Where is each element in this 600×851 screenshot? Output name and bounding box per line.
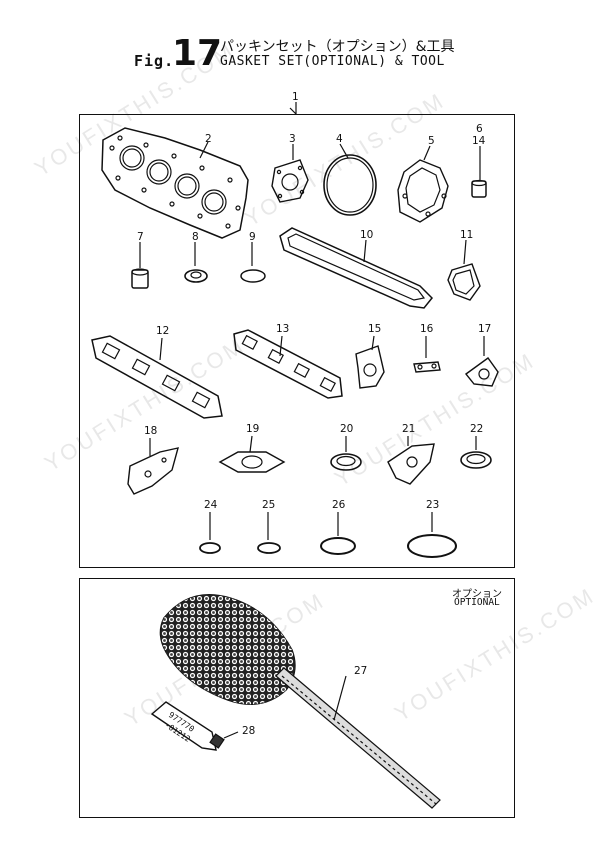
part-callout: 25	[262, 499, 275, 511]
bracket-gasket-icon	[387, 436, 435, 485]
flex-hone-brush-icon	[159, 594, 441, 809]
part-callout: 22	[470, 423, 483, 435]
part-callout: 28	[242, 725, 255, 737]
figure-title-japanese: パッキンセット（オプション）&工具	[220, 39, 455, 55]
flange-gasket-icon	[464, 336, 499, 387]
tool-panel	[79, 578, 515, 818]
o-ring-icon	[320, 512, 356, 555]
part-callout: 26	[332, 499, 346, 511]
o-ring-icon	[407, 512, 457, 558]
part-callout: 20	[340, 423, 353, 435]
bracket-gasket-icon	[127, 438, 179, 495]
part-callout: 13	[276, 323, 289, 335]
part-callout: 8	[192, 231, 199, 243]
o-ring-icon	[240, 242, 266, 283]
part-callout: 12	[156, 325, 169, 337]
part-callout: 23	[426, 499, 439, 511]
figure-number: 17	[172, 33, 223, 74]
manifold-gasket-icon	[91, 335, 223, 419]
part-callout: 11	[460, 229, 473, 241]
part-callout: 15	[368, 323, 381, 335]
part-callout: 5	[428, 135, 435, 147]
part-callout: 24	[204, 499, 218, 511]
part-callout: 16	[420, 323, 434, 335]
part-callout: 27	[354, 665, 367, 677]
manifold-gasket-icon	[233, 329, 343, 399]
square-gasket-icon	[447, 239, 481, 301]
small-gasket-icon	[413, 336, 441, 373]
part-callout: 14	[472, 135, 486, 147]
optional-note-japanese: オプション	[452, 589, 502, 600]
washer-icon	[184, 242, 208, 283]
cylinder-head-gasket-icon	[101, 127, 249, 239]
plate-gasket-icon	[355, 335, 385, 389]
seal-icon	[131, 242, 149, 289]
part-callout: 4	[336, 133, 343, 145]
part-callout: 10	[360, 229, 373, 241]
assembly-callout: 1	[292, 91, 299, 103]
washer-icon	[460, 436, 492, 469]
flange-gasket-icon	[218, 435, 286, 473]
o-ring-icon	[323, 143, 377, 216]
part-callout: 19	[246, 423, 259, 435]
optional-note-english: OPTIONAL	[454, 597, 500, 608]
figure-title-block: Fig. 17 パッキンセット（オプション）&工具 GASKET SET(OPT…	[128, 33, 548, 76]
washer-icon	[330, 436, 362, 471]
part-callout: 17	[478, 323, 491, 335]
figure-label: Fig.	[134, 52, 175, 70]
assembly-arrow	[289, 107, 297, 115]
figure-title-english: GASKET SET(OPTIONAL) & TOOL	[220, 54, 445, 69]
square-gasket-icon	[271, 144, 309, 203]
part-callout: 7	[137, 231, 144, 243]
part-callout: 9	[249, 231, 256, 243]
part-callout: 18	[144, 425, 157, 437]
part-callout: 21	[402, 423, 415, 435]
part-callout: 3	[289, 133, 296, 145]
cover-gasket-icon	[397, 145, 449, 223]
part-callout: 2	[205, 133, 212, 145]
o-ring-icon	[199, 512, 221, 554]
o-ring-icon	[257, 512, 281, 554]
sealant-tube-icon	[150, 701, 239, 751]
gasket-set-panel	[79, 114, 515, 568]
part-callout: 6	[476, 123, 483, 135]
valve-stem-seal-icon	[471, 146, 487, 198]
rocker-cover-gasket-icon	[279, 227, 434, 309]
